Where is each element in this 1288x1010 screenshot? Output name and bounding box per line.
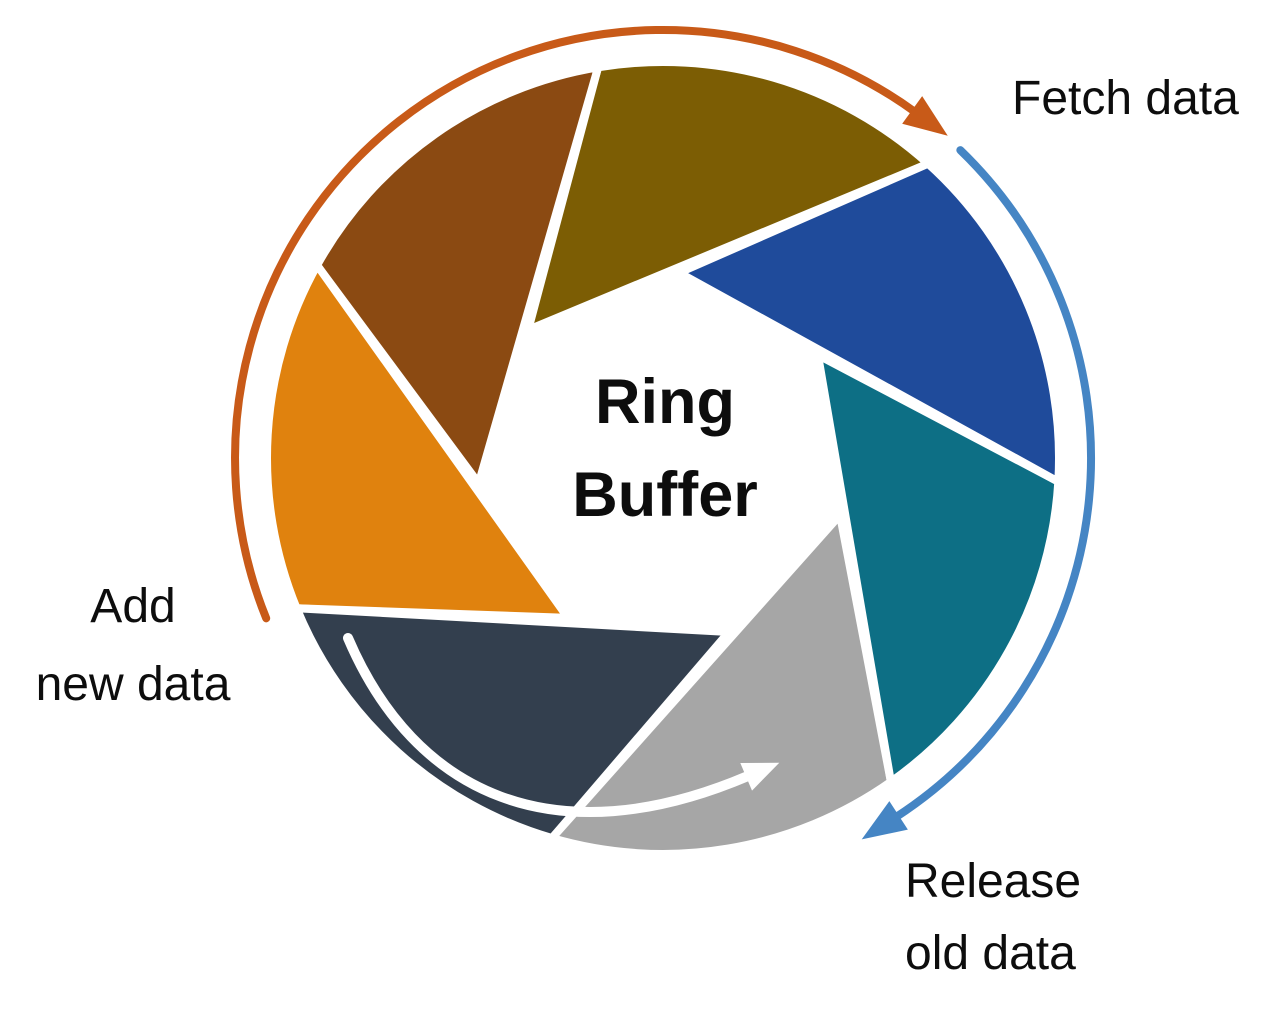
orange-cycle-arrow (231, 25, 948, 623)
aperture-blades (263, 57, 1063, 858)
aperture-blade-olive (522, 57, 936, 337)
label-add-new-data-line2: new data (36, 658, 231, 711)
label-fetch-data: Fetch data (1012, 72, 1239, 125)
aperture-blade-dark-slate (290, 603, 738, 843)
center-title-line2: Buffer (572, 460, 758, 530)
cycle-arrows (231, 25, 1096, 840)
aperture-blade-blue (670, 159, 1063, 489)
aperture-blade-teal (812, 347, 1063, 789)
label-release-old-data-line1: Release (905, 855, 1081, 908)
aperture-blade-orange (263, 257, 576, 623)
label-release-old-data-line2: old data (905, 927, 1076, 980)
aperture-blade-gray (544, 506, 896, 858)
blue-cycle-arrow (861, 146, 1096, 840)
label-add-new-data-line1: Add (90, 580, 175, 633)
aperture-blade-brown (312, 62, 604, 493)
white-inner-arrow (343, 633, 780, 818)
center-title-line1: Ring (595, 367, 735, 437)
